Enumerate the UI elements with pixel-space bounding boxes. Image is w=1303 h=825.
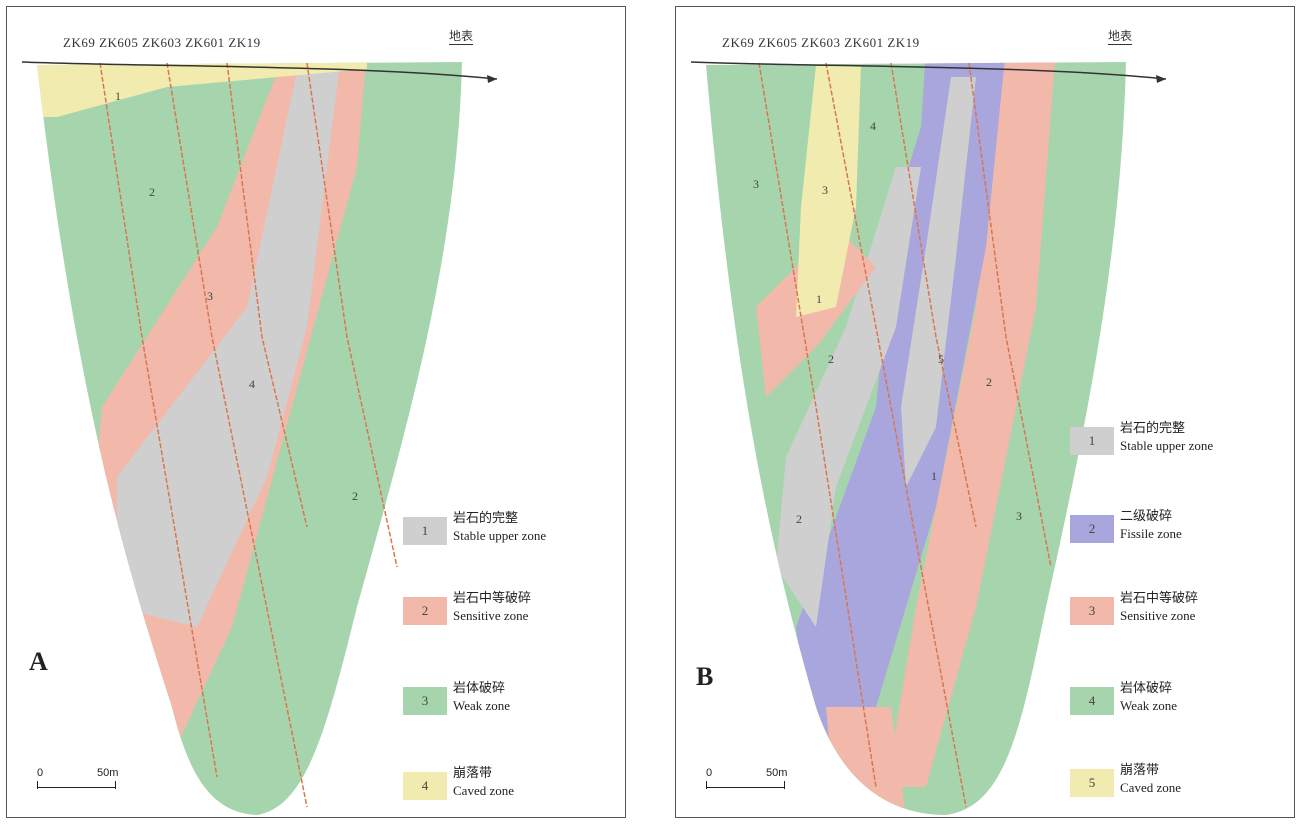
ground-surface-line — [690, 61, 1167, 80]
zone-label: 2 — [352, 489, 358, 503]
scale-end: 50m — [766, 767, 788, 779]
legend-en: Fissile zone — [1120, 526, 1182, 541]
zone-label: 3 — [822, 183, 828, 197]
legend-zh: 岩石中等破碎 — [1120, 590, 1199, 605]
legend-zh: 岩石中等破碎 — [453, 590, 532, 605]
legend-item: 1 岩石的完整 Stable upper zone — [1070, 417, 1290, 477]
scale-start: 0 — [37, 767, 44, 779]
borehole-line — [758, 62, 877, 788]
borehole-header: ZK69 ZK605 ZK603 ZK601 ZK19 — [722, 35, 920, 50]
borehole-header: ZK69 ZK605 ZK603 ZK601 ZK19 — [63, 35, 261, 50]
zone-label: 5 — [938, 352, 944, 366]
surface-label: 地表 — [449, 29, 474, 45]
legend-en: Weak zone — [1120, 698, 1178, 713]
legend-zh: 崩落带 — [453, 765, 493, 780]
panel-label: B — [696, 662, 714, 691]
legend-swatch: 3 — [403, 687, 447, 715]
zone-label: 1 — [931, 469, 937, 483]
zone-label: 2 — [796, 512, 802, 526]
legend-en: Caved zone — [1120, 780, 1182, 795]
borehole-line — [166, 62, 308, 808]
legend-en: Caved zone — [453, 783, 515, 798]
legend-swatch: 3 — [1070, 597, 1114, 625]
legend-item: 3 岩石中等破碎 Sensitive zone — [1070, 587, 1290, 647]
legend-swatch: 2 — [1070, 515, 1114, 543]
surface-label: 地表 — [1108, 29, 1133, 45]
legend-swatch: 2 — [403, 597, 447, 625]
scale-end: 50m — [97, 767, 119, 779]
zone-label: 4 — [870, 119, 876, 133]
zone-label: 2 — [149, 185, 155, 199]
legend-swatch: 5 — [1070, 769, 1114, 797]
zone-label: 1 — [816, 292, 822, 306]
panel-label: A — [29, 647, 48, 676]
legend-item: 5 崩落带 Caved zone — [1070, 759, 1290, 819]
scale-bar: 0 50m — [37, 767, 137, 797]
zone-label: 3 — [1016, 509, 1022, 523]
panel-a: ZK69 ZK605 ZK603 ZK601 ZK19 地表 1 2 3 4 2… — [6, 6, 626, 818]
legend-item: 3 岩体破碎 Weak zone — [403, 677, 623, 737]
scale-bar: 0 50m — [706, 767, 806, 797]
zone-label: 3 — [207, 289, 213, 303]
legend-swatch: 1 — [403, 517, 447, 545]
borehole-line — [226, 62, 308, 528]
legend-en: Stable upper zone — [453, 528, 547, 543]
zone-label: 3 — [753, 177, 759, 191]
zone-label: 2 — [828, 352, 834, 366]
borehole-line — [968, 62, 1052, 568]
borehole-line — [306, 62, 398, 568]
borehole-line — [825, 62, 967, 808]
legend-zh: 岩体破碎 — [1120, 680, 1173, 695]
legend-item: 2 岩石中等破碎 Sensitive zone — [403, 587, 623, 647]
legend-zh: 岩石的完整 — [453, 510, 519, 525]
scale-start: 0 — [706, 767, 713, 779]
legend-item: 1 岩石的完整 Stable upper zone — [403, 507, 623, 567]
legend-en: Weak zone — [453, 698, 511, 713]
legend-zh: 二级破碎 — [1120, 508, 1173, 523]
borehole-line — [99, 62, 218, 778]
panel-b: ZK69 ZK605 ZK603 ZK601 ZK19 地表 4 3 3 1 2… — [675, 6, 1295, 818]
legend-zh: 岩体破碎 — [453, 680, 506, 695]
section-diagram-b — [690, 61, 1167, 815]
legend-swatch: 4 — [1070, 687, 1114, 715]
zone-label: 4 — [249, 377, 255, 391]
legend-item: 4 岩体破碎 Weak zone — [1070, 677, 1290, 737]
zone-label: 2 — [986, 375, 992, 389]
legend-item: 4 崩落带 Caved zone — [403, 762, 623, 822]
legend-en: Sensitive zone — [453, 608, 529, 623]
ground-surface-line — [21, 61, 498, 80]
borehole-line — [890, 62, 977, 528]
legend-zh: 崩落带 — [1120, 762, 1160, 777]
zone-label: 1 — [115, 89, 121, 103]
legend-item: 2 二级破碎 Fissile zone — [1070, 505, 1290, 565]
legend-swatch: 1 — [1070, 427, 1114, 455]
section-diagram-a — [21, 61, 498, 815]
legend-en: Sensitive zone — [1120, 608, 1196, 623]
legend-en: Stable upper zone — [1120, 438, 1214, 453]
legend-swatch: 4 — [403, 772, 447, 800]
legend-zh: 岩石的完整 — [1120, 420, 1186, 435]
